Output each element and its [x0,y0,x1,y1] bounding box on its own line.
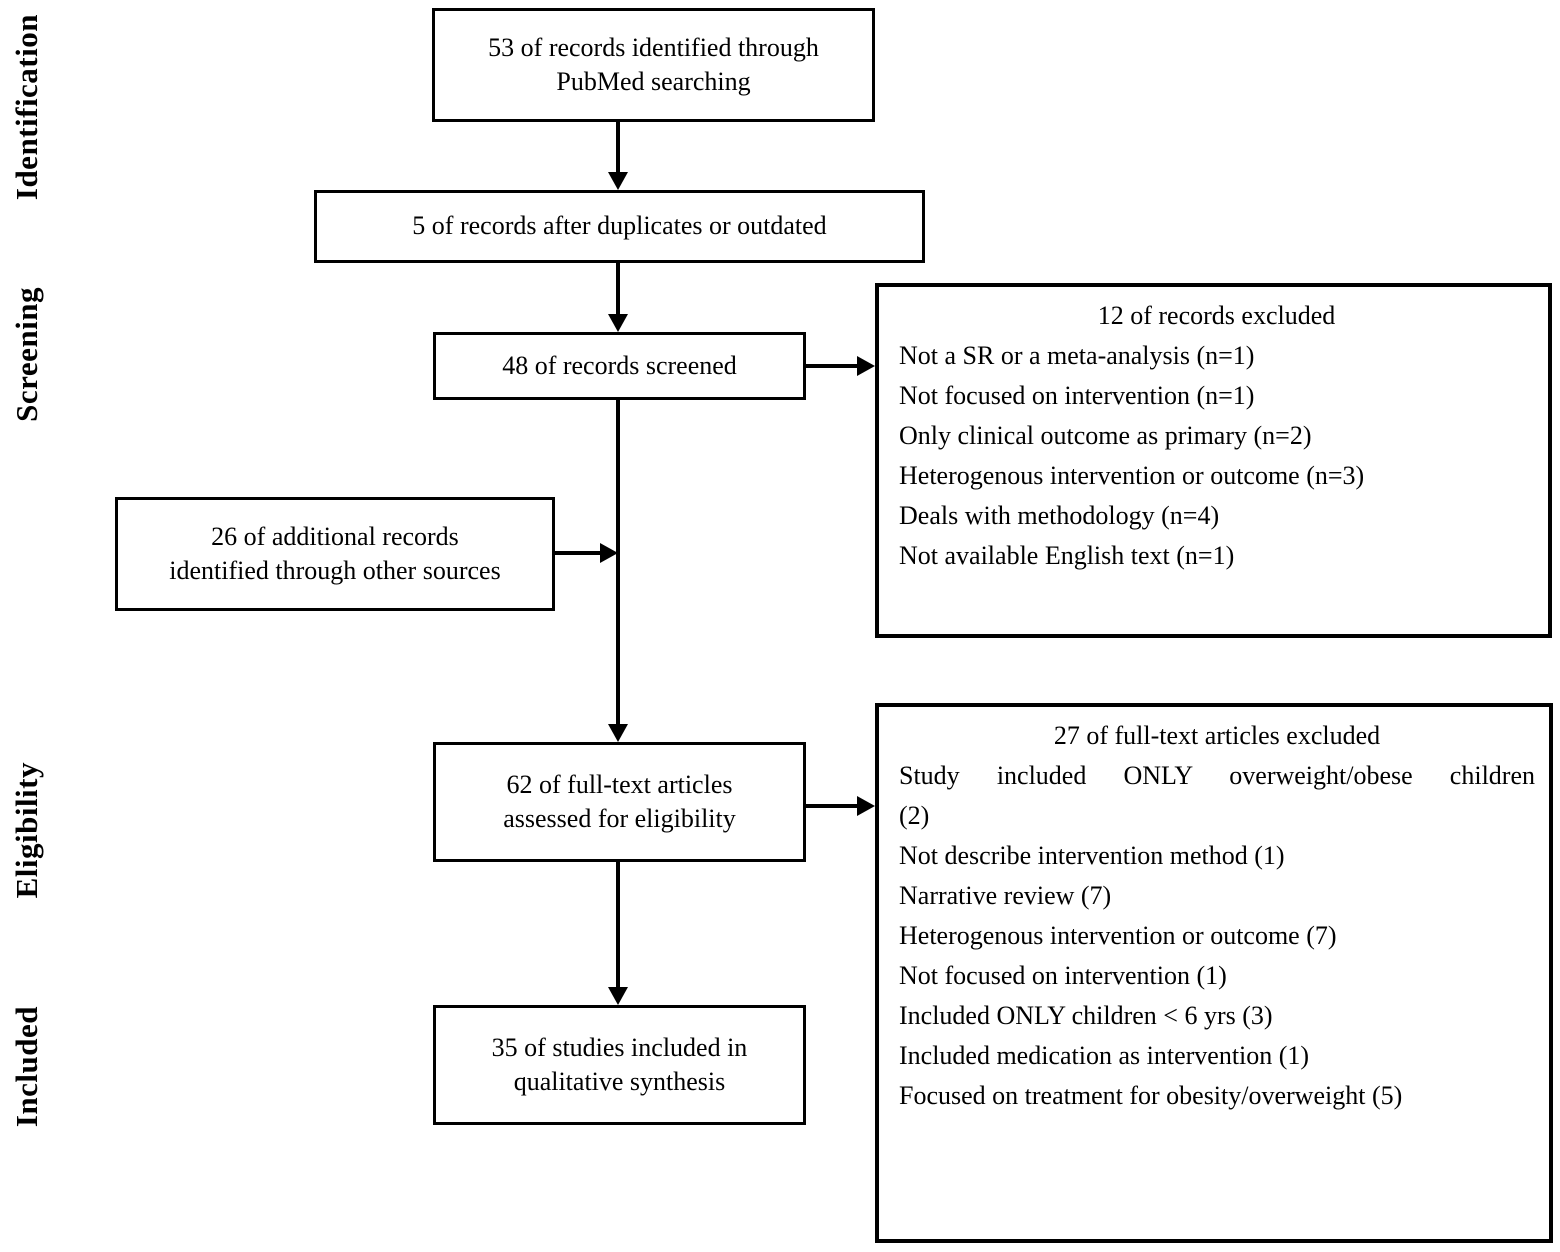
exclusion-reason: Study included ONLY overweight/obese chi… [899,761,1535,830]
panel-records-excluded-title: 12 of records excluded [1097,301,1336,330]
arrowhead-down-screened [608,314,628,332]
exclusion-reason: Not describe intervention method (1) [899,841,1285,870]
panel-records-excluded: 12 of records excluded Not a SR or a met… [875,283,1552,638]
panel-fulltext-excluded-title: 27 of full-text articles excluded [1053,721,1381,750]
box-additional-records: 26 of additional records identified thro… [115,497,555,611]
panel-fulltext-excluded-items: Study included ONLY overweight/obese chi… [899,756,1535,1116]
stage-label-included: Included [0,998,54,1136]
box-after-duplicates: 5 of records after duplicates or outdate… [314,190,925,263]
exclusion-reason: Included medication as intervention (1) [899,1041,1310,1070]
exclusion-reason: Not focused on intervention (1) [899,961,1227,990]
exclusion-reason: Narrative review (7) [899,881,1112,910]
box-records-identified: 53 of records identified through PubMed … [432,8,875,122]
panel-fulltext-excluded: 27 of full-text articles excluded Study … [875,703,1553,1243]
connector-line-duplicates-screened [616,263,620,316]
arrowhead-down-fulltext [608,724,628,742]
connector-line-fulltext-included [616,862,620,989]
stage-label-text: Screening [9,286,44,422]
exclusion-reason: Not a SR or a meta-analysis (n=1) [899,341,1255,370]
connector-line-screened-excluded [806,364,859,368]
exclusion-reason: Not available English text (n=1) [899,541,1235,570]
arrowhead-right-fulltext-excluded [857,796,875,816]
arrowhead-down-duplicates [608,172,628,190]
stage-label-text: Identification [9,13,44,201]
connector-line-screened-fulltext [616,400,620,726]
connector-line-additional-mainflow [555,551,602,555]
connector-line-identified-duplicates [616,122,620,174]
exclusion-reason: Deals with methodology (n=4) [899,501,1220,530]
stage-label-text: Eligibility [9,761,44,899]
stage-label-identification: Identification [0,6,54,208]
connector-line-fulltext-excluded [806,804,859,808]
arrowhead-down-included [608,987,628,1005]
exclusion-reason: Included ONLY children < 6 yrs (3) [899,1001,1273,1030]
stage-label-text: Included [9,1006,44,1128]
box-records-screened: 48 of records screened [433,332,806,400]
arrowhead-right-mainflow [600,543,618,563]
exclusion-reason: Not focused on intervention (n=1) [899,381,1255,410]
box-fulltext-assessed: 62 of full-text articles assessed for el… [433,742,806,862]
arrowhead-right-records-excluded [857,356,875,376]
exclusion-reason: Focused on treatment for obesity/overwei… [899,1081,1403,1110]
exclusion-reason: Heterogenous intervention or outcome (7) [899,921,1337,950]
exclusion-reason: Heterogenous intervention or outcome (n=… [899,461,1365,490]
stage-label-eligibility: Eligibility [0,753,54,907]
stage-label-screening: Screening [0,283,54,425]
panel-records-excluded-items: Not a SR or a meta-analysis (n=1) Not foc… [899,336,1534,576]
exclusion-reason: Only clinical outcome as primary (n=2) [899,421,1312,450]
box-included-synthesis: 35 of studies included in qualitative sy… [433,1005,806,1125]
